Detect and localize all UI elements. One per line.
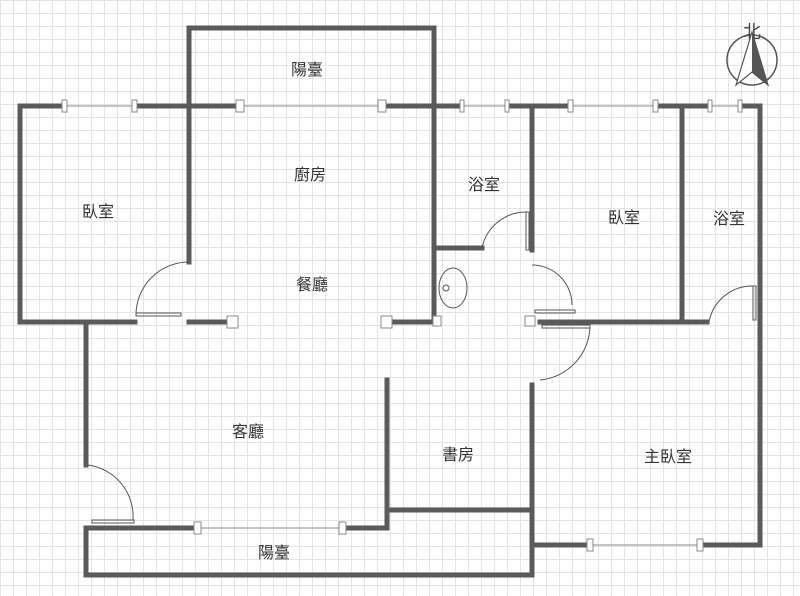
room-master-bedroom: 主臥室	[643, 447, 693, 466]
walls	[17, 25, 763, 578]
compass-icon	[726, 29, 778, 87]
room-balcony-top: 陽臺	[290, 60, 324, 79]
room-dining: 餐廳	[295, 275, 329, 294]
room-bath-1: 浴室	[467, 175, 501, 194]
compass-north-label: 北	[743, 22, 761, 43]
room-bedroom-mid: 臥室	[607, 208, 641, 227]
room-kitchen: 廚房	[293, 165, 327, 184]
windows	[61, 99, 743, 552]
room-living: 客廳	[231, 422, 265, 441]
room-balcony-bottom: 陽臺	[257, 543, 291, 562]
room-bedroom-left: 臥室	[81, 202, 115, 221]
doors	[87, 211, 757, 524]
room-bath-2: 浴室	[712, 209, 746, 228]
room-study: 書房	[441, 445, 475, 464]
